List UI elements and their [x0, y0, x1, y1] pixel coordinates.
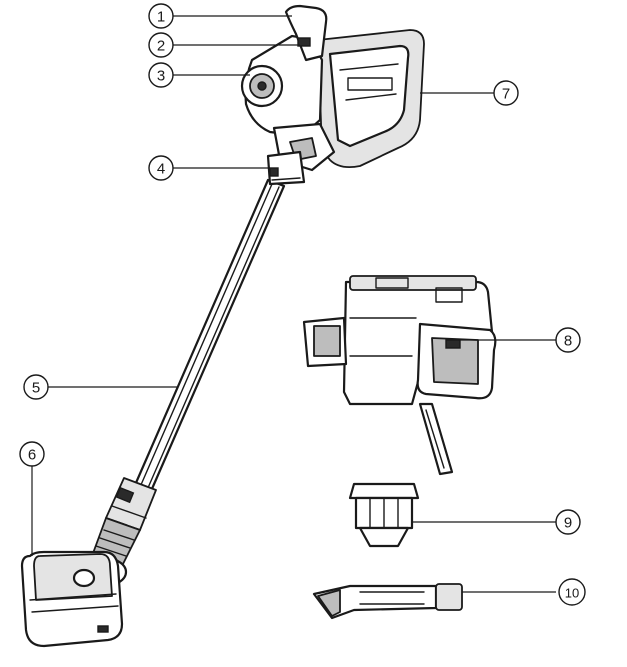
callout-8: 8	[555, 327, 581, 353]
filter	[348, 482, 420, 548]
svg-text:9: 9	[564, 515, 572, 532]
handheld-unit	[302, 275, 497, 476]
svg-text:1: 1	[157, 9, 165, 26]
callout-2: 2	[148, 32, 174, 58]
svg-text:4: 4	[157, 161, 165, 178]
callout-5: 5	[23, 374, 49, 400]
svg-text:10: 10	[565, 586, 579, 601]
callout-3: 3	[148, 62, 174, 88]
callout-9: 9	[555, 509, 581, 535]
crevice-tool	[312, 583, 463, 620]
svg-text:2: 2	[157, 38, 165, 55]
svg-text:8: 8	[564, 333, 572, 350]
svg-text:7: 7	[502, 86, 510, 103]
main-body	[240, 4, 425, 186]
callout-6: 6	[19, 441, 45, 467]
callout-4: 4	[148, 155, 174, 181]
svg-text:5: 5	[32, 380, 40, 397]
svg-text:6: 6	[28, 447, 36, 464]
callout-7: 7	[493, 80, 519, 106]
assembled-vacuum	[20, 4, 425, 648]
floor-head	[20, 550, 124, 648]
callout-10: 10	[558, 578, 586, 606]
svg-text:3: 3	[157, 68, 165, 85]
leader-lines	[31, 15, 556, 593]
callout-1: 1	[148, 3, 174, 29]
wand-tube	[105, 178, 286, 531]
